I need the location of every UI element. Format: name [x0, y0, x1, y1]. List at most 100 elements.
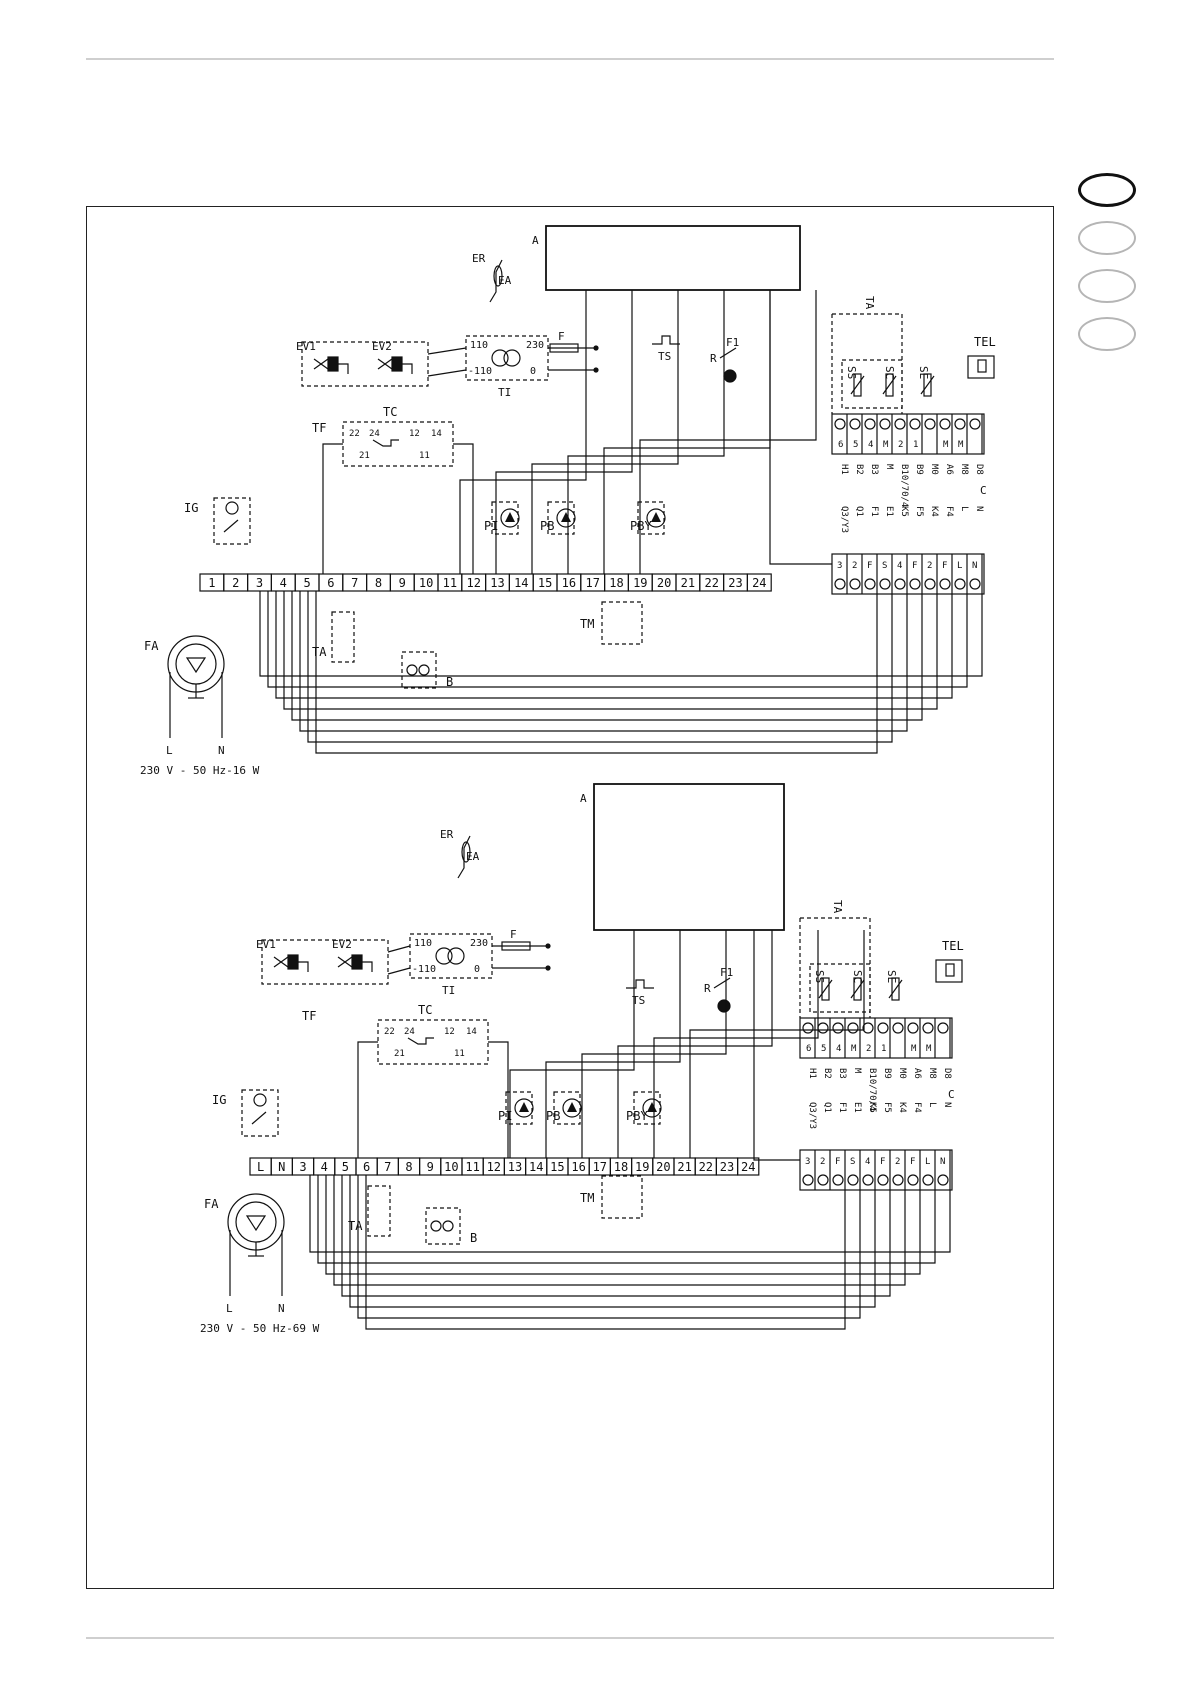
- language-tab-2[interactable]: [1078, 221, 1136, 255]
- diagram2-terminal-N: N: [278, 1160, 285, 1174]
- diagram2-ub-top-5: 1: [881, 1044, 886, 1054]
- diagram1-terminal-4: 4: [280, 576, 287, 590]
- diagram2-lb-name-3: E1: [852, 1102, 862, 1113]
- language-tab-4[interactable]: [1078, 317, 1136, 351]
- diagram2-lb-name-6: K4: [897, 1102, 907, 1113]
- diagram1-label-C: C: [980, 484, 987, 497]
- diagram1-terminal-21: 21: [681, 576, 695, 590]
- diagram2-ti-110: 110: [414, 938, 432, 949]
- diagram1-lb-top-9: N: [972, 561, 977, 571]
- diagram1-label-TC: TC: [383, 405, 397, 419]
- diagram1-supply-L: L: [166, 744, 173, 757]
- diagram2-pump-PI-label: PI: [498, 1109, 512, 1123]
- diagram2-label-TA: TA: [348, 1219, 363, 1233]
- diagram2-tc-22: 22: [384, 1027, 395, 1037]
- diagram1-label-F1: F1: [726, 336, 739, 349]
- diagram1-ub-name-3: M: [884, 464, 894, 470]
- diagram1-ub-name-4: B10/70/4: [899, 464, 909, 507]
- diagram1-label-EV2: EV2: [372, 340, 392, 353]
- diagram2-ti-m110: -110: [412, 964, 436, 975]
- diagram1-ub-top-3: M: [883, 440, 889, 450]
- diagram2-terminal-14: 14: [529, 1160, 543, 1174]
- diagram2-terminal-13: 13: [508, 1160, 522, 1174]
- diagram1-supply-label: 230 V - 50 Hz-16 W: [140, 764, 260, 777]
- diagram1-ub-name-2: B3: [869, 464, 879, 475]
- diagram1-pump-PI-label: PI: [484, 519, 498, 533]
- diagram2-lb-top-2: F: [835, 1157, 840, 1167]
- diagram2-label-FA: FA: [204, 1197, 219, 1211]
- diagram2-lb-top-0: 3: [805, 1157, 810, 1167]
- diagram2-terminal-5: 5: [342, 1160, 349, 1174]
- language-tab-3[interactable]: [1078, 269, 1136, 303]
- diagram2-terminal-17: 17: [593, 1160, 607, 1174]
- diagram1-lb-top-6: 2: [927, 561, 932, 571]
- diagram1-lb-name-5: F5: [914, 506, 924, 517]
- diagram1-fuse: F: [548, 330, 599, 373]
- diagram1-pump-PBY: PBY: [630, 501, 666, 535]
- diagram1-terminal-6: 6: [327, 576, 334, 590]
- diagram2-ub-name-7: A6: [912, 1068, 922, 1079]
- diagram1-lb-name-4: K5: [899, 506, 909, 517]
- diagram1-tc-14: 14: [431, 429, 442, 439]
- diagram1-terminal-12: 12: [466, 576, 480, 590]
- diagram2-ub-top-4: 2: [866, 1044, 871, 1054]
- diagram1-ub-top-5: 1: [913, 440, 918, 450]
- diagram1-coil-B: B: [401, 651, 453, 689]
- diagram2-lb-name-5: F5: [882, 1102, 892, 1113]
- diagram2-terminal-23: 23: [720, 1160, 734, 1174]
- diagram2-terminal-8: 8: [405, 1160, 412, 1174]
- diagram2-label-SS: SS: [813, 970, 826, 983]
- diagram2-lb-top-3: S: [850, 1157, 855, 1167]
- diagram2-terminal-18: 18: [614, 1160, 628, 1174]
- diagram1-label-A: A: [532, 234, 539, 247]
- diagram2-fuse: F: [492, 928, 551, 971]
- diagram2-ub-top-2: 4: [836, 1044, 841, 1054]
- diagram2-terminal-L: L: [257, 1160, 264, 1174]
- diagram2-terminal-7: 7: [384, 1160, 391, 1174]
- diagram1-tc-11: 11: [419, 451, 430, 461]
- diagram1-ub-name-6: M0: [929, 464, 939, 475]
- diagram1-lb-name-9: N: [974, 506, 984, 511]
- diagram2-tc-12: 12: [444, 1027, 455, 1037]
- diagram2-ti-230: 230: [470, 938, 488, 949]
- diagram1-tc-21: 21: [359, 451, 370, 461]
- diagram2-label-TF: TF: [302, 1009, 316, 1023]
- diagram2-terminal-24: 24: [741, 1160, 755, 1174]
- diagram1-wiring: [259, 290, 983, 754]
- diagram2-lb-top-7: F: [910, 1157, 915, 1167]
- diagram1-ub-name-8: M8: [959, 464, 969, 475]
- diagram2-pump-PBY-label: PBY: [626, 1109, 648, 1123]
- diagram-frame: [86, 206, 1054, 1589]
- diagram1-supply-N: N: [218, 744, 225, 757]
- diagram1-lb-name-2: F1: [869, 506, 879, 517]
- diagram1-terminal-9: 9: [399, 576, 406, 590]
- diagram2-lb-top-5: F: [880, 1157, 885, 1167]
- diagram2-terminal-16: 16: [571, 1160, 585, 1174]
- language-tab-1[interactable]: [1078, 173, 1136, 207]
- diagram2-label-IG: IG: [212, 1093, 226, 1107]
- diagram1-terminal-20: 20: [657, 576, 671, 590]
- diagram1-pump-PB-label: PB: [540, 519, 554, 533]
- diagram1-label-EV1: EV1: [296, 340, 316, 353]
- diagram1-control-unit: A: [532, 225, 801, 291]
- diagram2-lb-top-1: 2: [820, 1157, 825, 1167]
- diagram1-terminal-16: 16: [562, 576, 576, 590]
- diagram2-label-A: A: [580, 792, 587, 805]
- diagram1-pump-PB: PB: [540, 501, 576, 535]
- bottom-rule: [86, 1637, 1054, 1639]
- diagram1-lb-name-6: K4: [929, 506, 939, 517]
- diagram2-main-switch: IG: [212, 1089, 279, 1137]
- diagram2-label-R: R: [704, 982, 711, 995]
- diagram2-wiring: [309, 930, 951, 1330]
- diagram1-terminal-7: 7: [351, 576, 358, 590]
- diagram1-label-SC: SC: [883, 366, 896, 379]
- diagram1-label-TF: TF: [312, 421, 326, 435]
- diagram1-tc-12: 12: [409, 429, 420, 439]
- diagram1-ti-110: 110: [470, 340, 488, 351]
